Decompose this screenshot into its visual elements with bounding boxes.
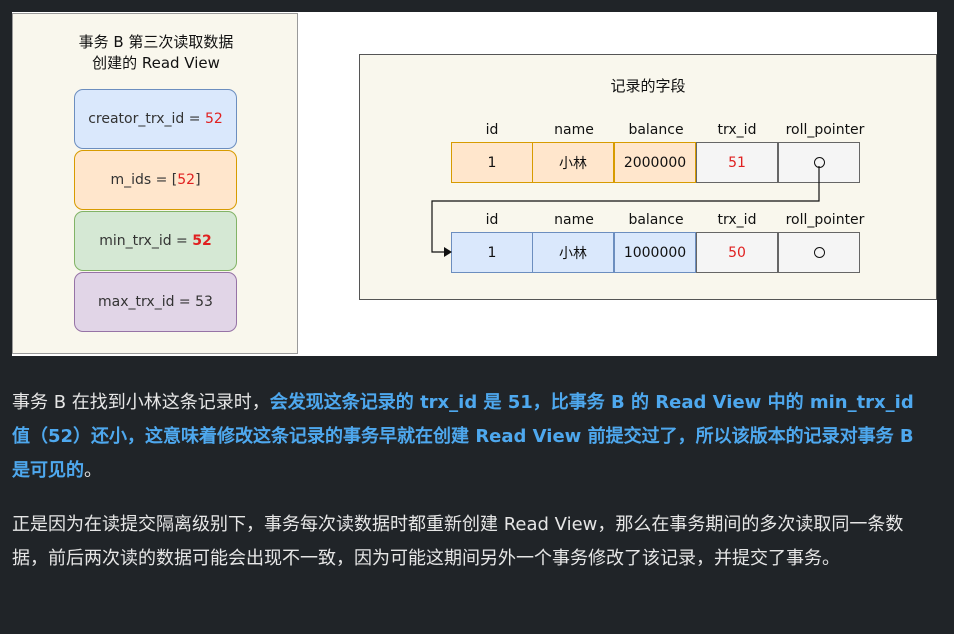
- header-balance-2: balance: [628, 212, 684, 228]
- header-id-1: id: [485, 122, 499, 138]
- explanation-intro: 事务 B 在找到小林这条记录时，: [12, 392, 270, 413]
- record-panel: 记录的字段 id name balance trx_id roll_pointe…: [359, 54, 937, 300]
- m-ids-close: ]: [195, 172, 201, 188]
- row1-trx-id: 51: [696, 142, 778, 183]
- creator-value: 52: [204, 111, 223, 127]
- m-ids-label: m_ids = [: [110, 172, 178, 188]
- min-value: 52: [192, 233, 212, 249]
- row1-name: 小林: [532, 142, 614, 183]
- creator-label: creator_trx_id =: [88, 111, 201, 127]
- explanation-highlight: 会发现这条记录的 trx_id 是 51，比事务 B 的 Read View 中…: [12, 392, 914, 481]
- row2-roll-pointer: [778, 232, 860, 273]
- max-text: max_trx_id = 53: [98, 294, 213, 310]
- pointer-circle-icon: [813, 247, 825, 258]
- creator-trx-id-box: creator_trx_id = 52: [74, 89, 237, 149]
- header-roll-pointer-2: roll_pointer: [785, 212, 865, 228]
- row1-balance: 2000000: [614, 142, 696, 183]
- row2-id: 1: [451, 232, 533, 273]
- header-balance-1: balance: [628, 122, 684, 138]
- header-name-2: name: [554, 212, 594, 228]
- row2-name: 小林: [532, 232, 614, 273]
- diagram-figure: 事务 B 第三次读取数据 创建的 Read View creator_trx_i…: [12, 12, 937, 356]
- explanation-end: 。: [84, 460, 102, 481]
- header-trx-id-2: trx_id: [717, 212, 757, 228]
- min-trx-id-box: min_trx_id = 52: [74, 211, 237, 271]
- pointer-circle-icon: [813, 157, 825, 168]
- min-label: min_trx_id =: [99, 233, 188, 249]
- header-trx-id-1: trx_id: [717, 122, 757, 138]
- row2-trx-id: 50: [696, 232, 778, 273]
- row1-roll-pointer: [778, 142, 860, 183]
- explanation-paragraph: 事务 B 在找到小林这条记录时，会发现这条记录的 trx_id 是 51，比事务…: [12, 386, 937, 488]
- header-roll-pointer-1: roll_pointer: [785, 122, 865, 138]
- row1-id: 1: [451, 142, 533, 183]
- read-view-title-line2: 创建的 Read View: [92, 54, 220, 72]
- read-view-title-line1: 事务 B 第三次读取数据: [78, 33, 234, 51]
- m-ids-box: m_ids = [52]: [74, 150, 237, 210]
- header-id-2: id: [485, 212, 499, 228]
- conclusion-paragraph: 正是因为在读提交隔离级别下，事务每次读数据时都重新创建 Read View，那么…: [12, 514, 904, 569]
- read-view-title: 事务 B 第三次读取数据 创建的 Read View: [13, 32, 299, 74]
- read-view-panel: 事务 B 第三次读取数据 创建的 Read View creator_trx_i…: [12, 13, 298, 354]
- m-ids-value: 52: [177, 172, 196, 188]
- header-name-1: name: [554, 122, 594, 138]
- row2-balance: 1000000: [614, 232, 696, 273]
- max-trx-id-box: max_trx_id = 53: [74, 272, 237, 332]
- record-title: 记录的字段: [610, 77, 686, 95]
